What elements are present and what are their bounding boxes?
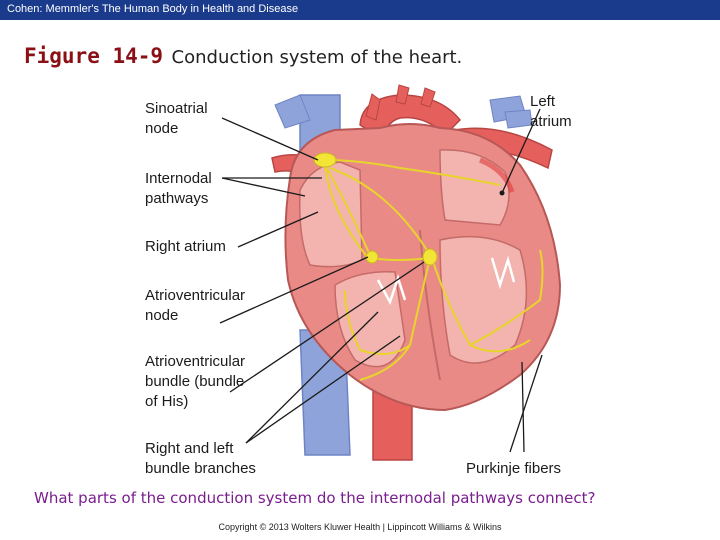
sa-node-shape [313,152,337,168]
label-bundle-branches-text: Right and left bundle branches [145,440,256,477]
label-sa-node: Sinoatrial node [145,99,208,139]
label-sa-node-text: Sinoatrial node [145,100,208,137]
left-atrium-pointer-dot [499,190,505,196]
left-atrium-marker [479,157,515,193]
bundle-of-his-shape [422,248,438,266]
septum [419,229,441,381]
right-atrium-chamber [298,161,363,268]
figure-caption: Conduction system of the heart. [171,47,463,68]
label-av-node: Atrioventricular node [145,286,245,326]
label-av-bundle: Atrioventricular bundle (bundle of His) [145,352,245,412]
av-node-shape [365,250,379,264]
label-purkinje-fibers: Purkinje fibers [466,460,562,477]
header-bar: Cohen: Memmler's The Human Body in Healt… [0,0,720,20]
book-title: Cohen: Memmler's The Human Body in Healt… [7,3,299,15]
leader-lines [219,108,543,453]
mitral-valve [490,255,516,290]
label-left-atrium: Left atrium [530,92,572,132]
label-av-bundle-text: Atrioventricular bundle (bundle of His) [145,353,246,410]
label-internodal-pathways: Internodal pathways [145,169,212,209]
label-bundle-branches: Right and left bundle branches [145,439,256,479]
conduction-pathways [324,159,544,381]
left-ventricle-chamber [439,235,528,364]
label-left-atrium-text: Left atrium [530,93,572,130]
pulmonary-veins [489,95,533,129]
tricuspid-valve [376,273,407,306]
label-av-node-text: Atrioventricular node [145,287,246,324]
figure-number: Figure 14-9 [24,44,164,68]
review-question: What parts of the conduction system do t… [34,489,596,507]
label-right-atrium: Right atrium [145,238,226,255]
copyright-notice: Copyright © 2013 Wolters Kluwer Health |… [218,522,502,532]
label-internodal-text: Internodal pathways [145,170,212,207]
figure-heading: Figure 14-9 Conduction system of the hea… [24,44,462,68]
